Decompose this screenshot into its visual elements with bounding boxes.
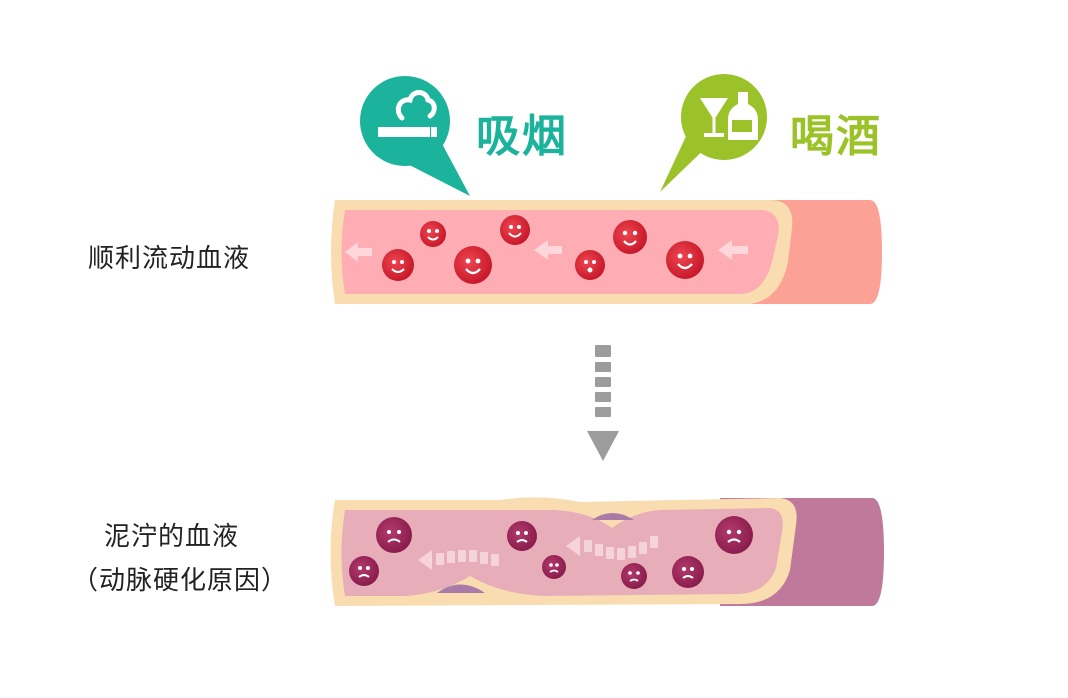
blood-cell: [613, 220, 647, 254]
smooth-flow-label: 顺利流动血液: [88, 244, 251, 274]
blood-cell: [500, 215, 530, 245]
flow-arrow: [534, 240, 562, 260]
blood-cell: [666, 241, 704, 279]
sick-cell: [507, 521, 537, 551]
sick-blood-cells: [349, 516, 753, 589]
sick-cell: [542, 555, 566, 579]
sick-cell: [349, 556, 379, 586]
flow-arrow: [718, 240, 748, 260]
drinking-label: 喝酒: [790, 111, 882, 162]
blood-cell: [420, 221, 446, 247]
sick-cell: [376, 517, 412, 553]
down-arrow: [587, 345, 619, 461]
flow-arrow: [345, 242, 372, 262]
narrowed-vessel: [330, 497, 884, 606]
healthy-vessel: [331, 200, 882, 304]
drinking-icon-bubble: [660, 74, 767, 192]
plaque-bottom: [437, 584, 485, 593]
cigarette-smoke-icon: [378, 90, 437, 137]
blood-cell: [382, 249, 414, 281]
slow-flow-arrows: [418, 536, 658, 570]
cause-label: （动脉硬化原因）: [72, 566, 289, 596]
healthy-blood-cells: [382, 215, 704, 284]
smoking-label: 吸烟: [476, 111, 568, 162]
smoking-icon-bubble: [360, 76, 470, 196]
cocktail-bottle-icon: [700, 92, 758, 140]
sick-cell: [621, 563, 647, 589]
sick-cell: [672, 556, 704, 588]
muddy-blood-label: 泥泞的血液: [104, 522, 240, 552]
blood-cell: [575, 250, 605, 280]
plaque-top: [592, 513, 634, 520]
blood-cell: [454, 246, 492, 284]
sick-cell: [715, 516, 753, 554]
